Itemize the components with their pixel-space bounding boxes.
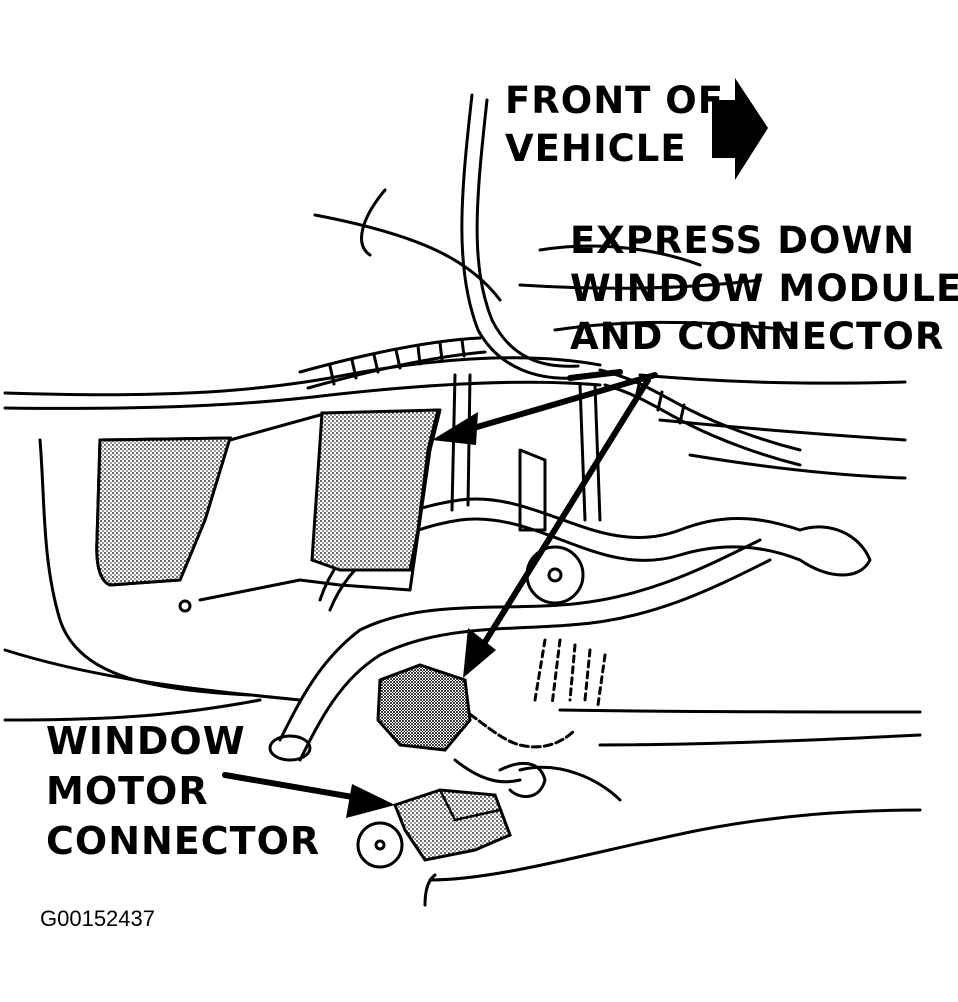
window-motor-connector [393, 788, 512, 862]
front-arrow-icon [712, 78, 768, 180]
leader-line-motor [222, 772, 373, 803]
express-down-module [376, 663, 472, 752]
inner-door-panel [310, 408, 440, 572]
front-of-vehicle-label: FRONT OF VEHICLE [505, 79, 725, 170]
arrowhead-2 [463, 628, 496, 678]
figure-id: G00152437 [40, 906, 155, 931]
window-motor-connector-label: WINDOW MOTOR CONNECTOR [46, 719, 321, 863]
express-down-module-label: EXPRESS DOWN WINDOW MODULE AND CONNECTOR [570, 219, 958, 358]
leader-line-2 [477, 377, 651, 653]
arrowhead-motor [346, 784, 395, 818]
vertical-cable [460, 93, 577, 380]
arrowhead-1 [432, 412, 478, 445]
leader-line-3 [567, 369, 623, 381]
window-glass-panel [95, 436, 233, 587]
leader-line-1 [457, 372, 658, 435]
